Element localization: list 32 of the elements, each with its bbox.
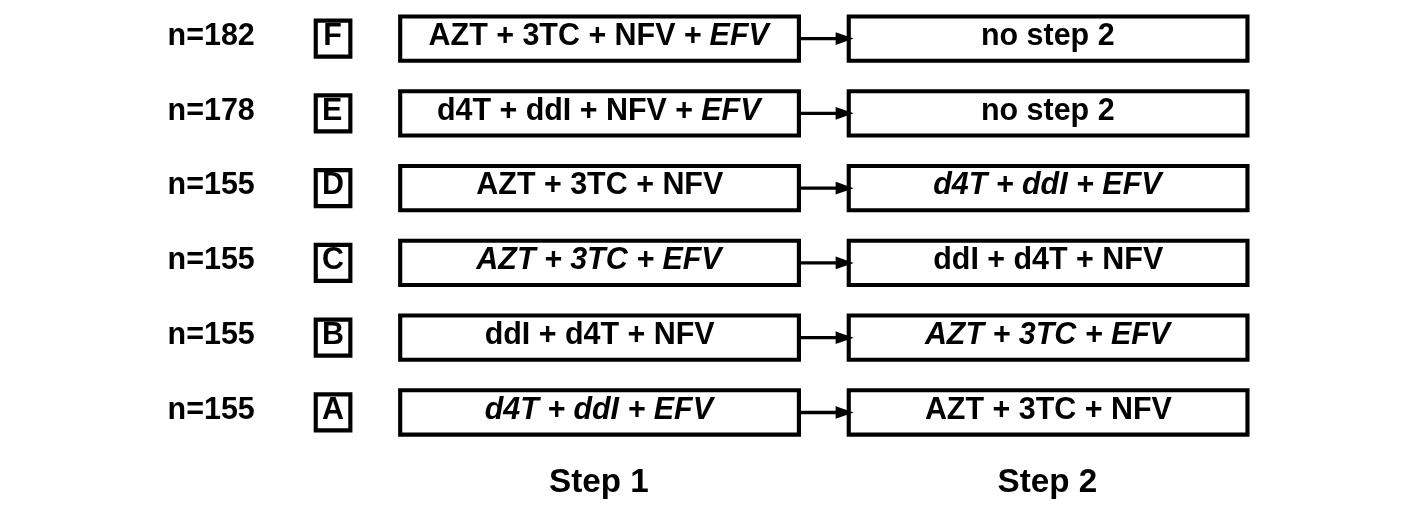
label: n=155	[167, 241, 255, 276]
arrow	[799, 331, 854, 344]
label: n=182	[167, 16, 255, 51]
node-box: C	[313, 242, 353, 283]
label: n=178	[167, 91, 255, 126]
arrow	[799, 32, 854, 45]
node-box: ddI + d4T + NFV	[846, 238, 1250, 288]
label: Step 1	[549, 461, 649, 499]
node-box: AZT + 3TC + EFV	[846, 313, 1250, 362]
node-box: no step 2	[846, 89, 1250, 138]
label: n=155	[167, 390, 255, 425]
node-box: E	[313, 93, 353, 134]
node-box: B	[313, 317, 353, 358]
node-box: AZT + 3TC + NFV + EFV	[398, 14, 801, 63]
arrow	[799, 107, 854, 120]
label: Step 2	[997, 461, 1098, 499]
node-box: D	[313, 168, 353, 209]
node-box: A	[313, 392, 353, 433]
node-box: AZT + 3TC + EFV	[398, 238, 801, 288]
arrow	[799, 256, 854, 270]
node-box: d4T + ddI + EFV	[398, 388, 801, 437]
arrow	[799, 406, 854, 419]
node-box: AZT + 3TC + NFV	[398, 163, 801, 213]
node-box: d4T + ddI + EFV	[846, 163, 1250, 213]
node-box: ddI + d4T + NFV	[398, 313, 801, 362]
label: n=155	[167, 166, 255, 201]
label: n=155	[167, 316, 255, 351]
node-box: d4T + ddI + NFV + EFV	[398, 89, 801, 138]
node-box: no step 2	[846, 14, 1250, 63]
node-box: F	[313, 18, 353, 59]
arrow	[799, 181, 854, 195]
node-box: AZT + 3TC + NFV	[846, 388, 1250, 437]
